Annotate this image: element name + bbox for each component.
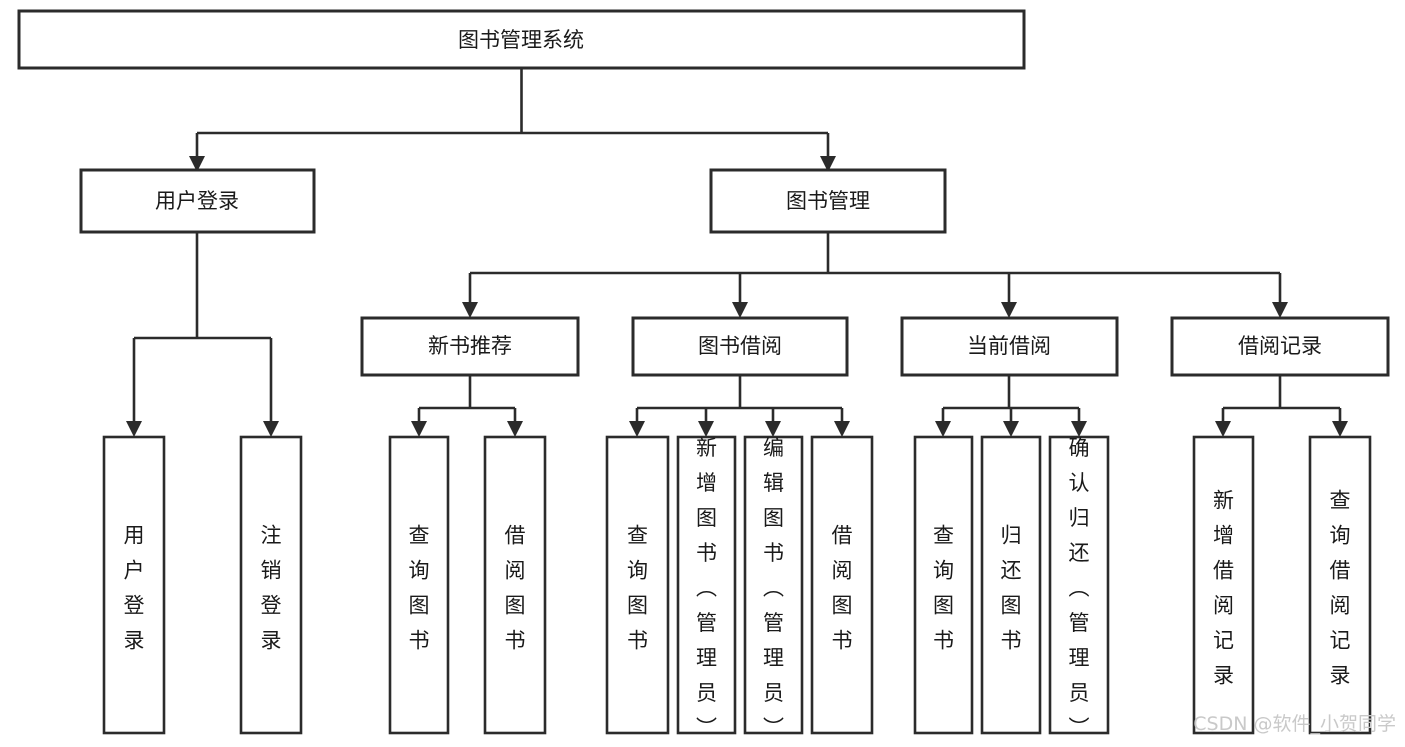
leaf-node-box[interactable] (1048, 435, 1110, 735)
leaf-node-layer: 用户登录 注销登录 查询图书 借阅图书 查询图书 新增图书︵管理员︶ 编辑图书︵管理员︶ 借阅… (102, 435, 1372, 740)
leaf-node-box[interactable] (980, 435, 1042, 735)
node-new-book-recommend-box[interactable] (360, 316, 580, 377)
arrowhead-leaf-query-borrow-record (1332, 421, 1348, 437)
node-book-manage-box[interactable] (709, 168, 947, 234)
arrowhead-book-manage (820, 156, 836, 172)
arrowhead-leaf-user-logout (263, 421, 279, 437)
leaf-node[interactable]: 查询图书 (605, 435, 670, 735)
leaf-node-label: 注销登录 (261, 523, 282, 652)
leaf-node-box[interactable] (913, 435, 974, 735)
arrowhead-current-borrow (1001, 302, 1017, 318)
arrowhead-leaf-borrow-book-new (507, 421, 523, 437)
node-new-book-recommend[interactable]: 新书推荐 (360, 316, 580, 377)
leaf-node-box[interactable] (605, 435, 670, 735)
leaf-node-label: 借阅图书 (832, 523, 853, 652)
leaf-node-box[interactable] (810, 435, 874, 735)
leaf-node-box[interactable] (102, 435, 166, 735)
leaf-node[interactable]: 借阅图书 (483, 435, 547, 735)
leaf-node-box[interactable] (483, 435, 547, 735)
leaf-node[interactable]: 注销登录 (239, 435, 303, 735)
leaf-node[interactable]: 查询图书 (388, 435, 450, 735)
leaf-node-label: 用户登录 (124, 523, 145, 652)
node-current-borrow[interactable]: 当前借阅 (900, 316, 1119, 377)
leaf-node-box[interactable] (1192, 435, 1255, 735)
node-new-book-recommend-label: 新书推荐 (428, 334, 512, 358)
arrowhead-leaf-query-book-borrow (629, 421, 645, 437)
leaf-node-box[interactable] (388, 435, 450, 735)
leaf-node[interactable]: 查询借阅记录 (1308, 435, 1372, 735)
node-borrow-record-box[interactable] (1170, 316, 1390, 377)
arrowhead-book-borrow (732, 302, 748, 318)
node-root[interactable]: 图书管理系统 (17, 9, 1026, 70)
arrowhead-leaf-add-borrow-record (1215, 421, 1231, 437)
arrowhead-leaf-edit-book-admin (765, 421, 781, 437)
leaf-node[interactable]: 用户登录 (102, 435, 166, 735)
arrowhead-borrow-record (1272, 302, 1288, 318)
leaf-node-label: 查询借阅记录 (1330, 488, 1351, 687)
node-book-borrow-box[interactable] (631, 316, 849, 377)
arrowhead-new-book-recommend (462, 302, 478, 318)
node-user-login[interactable]: 用户登录 (79, 168, 316, 234)
arrowhead-leaf-confirm-return-admin (1071, 421, 1087, 437)
leaf-node[interactable]: 编辑图书︵管理员︶ (743, 435, 804, 740)
leaf-node[interactable]: 新增图书︵管理员︶ (676, 435, 737, 740)
node-book-borrow-label: 图书借阅 (698, 334, 782, 358)
leaf-node[interactable]: 新增借阅记录 (1192, 435, 1255, 735)
leaf-node-label: 查询图书 (409, 523, 430, 652)
node-user-login-label: 用户登录 (155, 189, 239, 213)
leaf-node-box[interactable] (239, 435, 303, 735)
node-user-login-box[interactable] (79, 168, 316, 234)
edge-group-book-manage (462, 232, 1288, 318)
arrowhead-leaf-return-book (1003, 421, 1019, 437)
leaf-node-label: 借阅图书 (505, 523, 526, 652)
edge-group-user-login (126, 232, 279, 437)
leaf-node[interactable]: 借阅图书 (810, 435, 874, 735)
leaf-node[interactable]: 确认归还︵管理员︶ (1048, 435, 1110, 740)
leaf-node[interactable]: 查询图书 (913, 435, 974, 735)
node-borrow-record[interactable]: 借阅记录 (1170, 316, 1390, 377)
arrowhead-leaf-user-login (126, 421, 142, 437)
edge-group-current-borrow (935, 375, 1087, 437)
arrowhead-leaf-borrow-book (834, 421, 850, 437)
leaf-node-label: 新增图书︵管理员︶ (696, 436, 717, 740)
edge-group-borrow-record (1215, 375, 1348, 437)
edge-group-root (189, 68, 836, 172)
leaf-node-label: 查询图书 (933, 523, 954, 652)
leaf-node-label: 查询图书 (627, 523, 648, 652)
node-book-borrow[interactable]: 图书借阅 (631, 316, 849, 377)
edge-group-new-book-recommend (411, 375, 523, 437)
arrowhead-user-login (189, 156, 205, 172)
node-root-label: 图书管理系统 (458, 28, 584, 52)
arrowhead-leaf-add-book-admin (698, 421, 714, 437)
arrowhead-leaf-query-book-new (411, 421, 427, 437)
leaf-node[interactable]: 归还图书 (980, 435, 1042, 735)
csdn-watermark: CSDN @软件_小贺同学 (1193, 713, 1396, 735)
node-current-borrow-box[interactable] (900, 316, 1119, 377)
node-current-borrow-label: 当前借阅 (967, 334, 1051, 358)
leaf-node-box[interactable] (743, 435, 804, 735)
node-book-manage[interactable]: 图书管理 (709, 168, 947, 234)
edge-group-book-borrow (629, 375, 850, 437)
leaf-node-box[interactable] (1308, 435, 1372, 735)
leaf-node-label: 确认归还︵管理员︶ (1069, 436, 1090, 740)
node-borrow-record-label: 借阅记录 (1238, 334, 1322, 358)
leaf-node-label: 编辑图书︵管理员︶ (763, 436, 784, 740)
arrowhead-leaf-query-book-current (935, 421, 951, 437)
leaf-node-box[interactable] (676, 435, 737, 735)
leaf-node-label: 新增借阅记录 (1213, 488, 1234, 687)
node-book-manage-label: 图书管理 (786, 189, 870, 213)
leaf-node-label: 归还图书 (1001, 523, 1022, 652)
node-root-box[interactable] (17, 9, 1026, 70)
